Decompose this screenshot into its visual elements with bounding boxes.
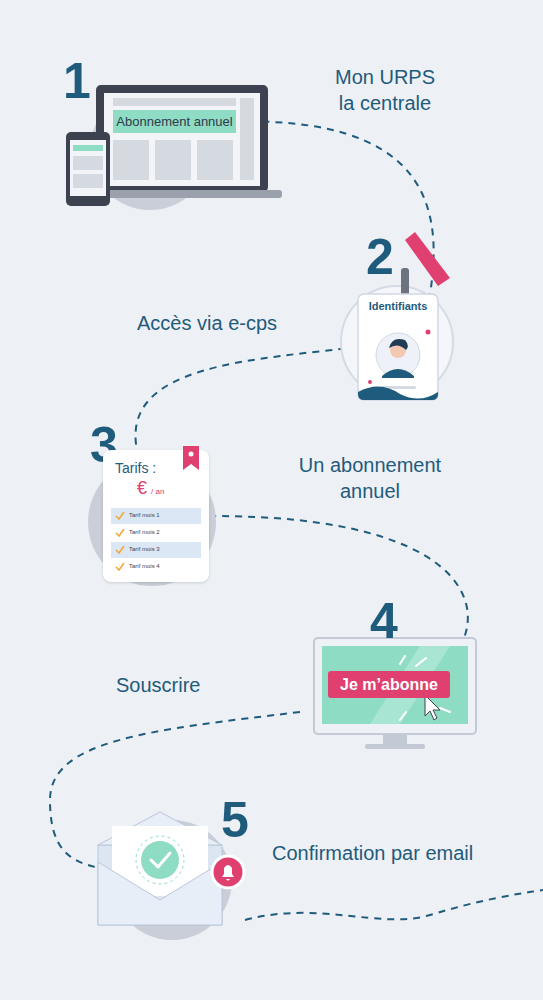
check-circle [141, 841, 179, 879]
bell [222, 865, 234, 881]
phone [66, 132, 110, 206]
check-icon [115, 545, 125, 555]
node-text: Tarifs : [115, 460, 156, 477]
badge-wave [358, 386, 438, 400]
monitor-stand [383, 734, 407, 744]
price-row: Tarif mois 2 [111, 525, 201, 541]
price-row: Tarif mois 1 [111, 508, 201, 524]
callout-number: 4 [370, 596, 406, 646]
check-stroke [116, 529, 124, 536]
banner-band: Abonnement annuel [113, 110, 237, 133]
subscribe-button: Je m’abonne [328, 671, 450, 698]
step-label: Accès via e-cps [137, 310, 307, 336]
bell-badge [212, 856, 244, 888]
screen-block [240, 98, 254, 180]
dashed-connector [135, 347, 358, 450]
node-text: Tarif mois 4 [129, 563, 160, 570]
node-text: Tarif mois 3 [129, 546, 160, 553]
node-text: € [137, 478, 147, 500]
screen-block [155, 140, 191, 180]
phone-block [73, 156, 103, 170]
laptop-frame [96, 85, 268, 192]
ribbon-star [189, 452, 194, 457]
check-stroke [116, 512, 124, 519]
dashed-path [245, 890, 543, 920]
avatar-ring [376, 333, 420, 377]
monitor-frame [314, 638, 476, 734]
ribbon [183, 446, 199, 470]
phone-block [73, 174, 103, 188]
node-text: Tarif mois 1 [129, 512, 160, 519]
check-mark [151, 853, 170, 867]
screen-block [113, 98, 236, 106]
monitor-screen [322, 646, 468, 724]
check-icon [115, 528, 125, 538]
laptop-screen [104, 93, 260, 186]
decor-dot [426, 330, 431, 335]
step-label: Un abonnement annuel [282, 452, 458, 504]
lanyard [405, 232, 450, 286]
avatar-hair [389, 339, 408, 350]
monitor-foot [365, 744, 425, 749]
node-text: / an [151, 487, 164, 497]
screen-block [113, 140, 149, 180]
price-row: Tarif mois 3 [111, 542, 201, 558]
callout-number: 1 [63, 56, 103, 106]
node-text: Abonnement annuel [116, 114, 232, 130]
envelope-front [98, 862, 222, 925]
decor-dot [368, 380, 372, 384]
price-row: Tarif mois 4 [111, 559, 201, 575]
node-text: Identifiants [369, 300, 428, 313]
avatar-body [382, 369, 414, 378]
screen-block [197, 140, 233, 180]
check-icon [115, 511, 125, 521]
check-icon [115, 562, 125, 572]
step-label: Mon URPS la centrale [330, 64, 440, 116]
check-stroke [116, 563, 124, 570]
callout-number: 5 [221, 795, 257, 845]
check-ring [136, 836, 184, 884]
check-stroke [116, 546, 124, 553]
node-text: Je m’abonne [340, 675, 438, 694]
laptop-base [82, 190, 282, 198]
ribbon-shape [183, 446, 199, 470]
phone-screen [70, 140, 106, 196]
node-text: Tarif mois 2 [129, 529, 160, 536]
callout-number: 2 [366, 232, 402, 282]
badge-card: Identifiants [358, 294, 438, 400]
price-card: Tarifs :€ / an Tarif mois 1 Tarif mois 2 Tar… [103, 450, 209, 582]
step-label: Souscrire [116, 672, 236, 698]
badge-card [358, 294, 438, 400]
cursor [425, 695, 440, 720]
phone-band [73, 145, 103, 151]
step-label: Confirmation par email [272, 840, 534, 866]
